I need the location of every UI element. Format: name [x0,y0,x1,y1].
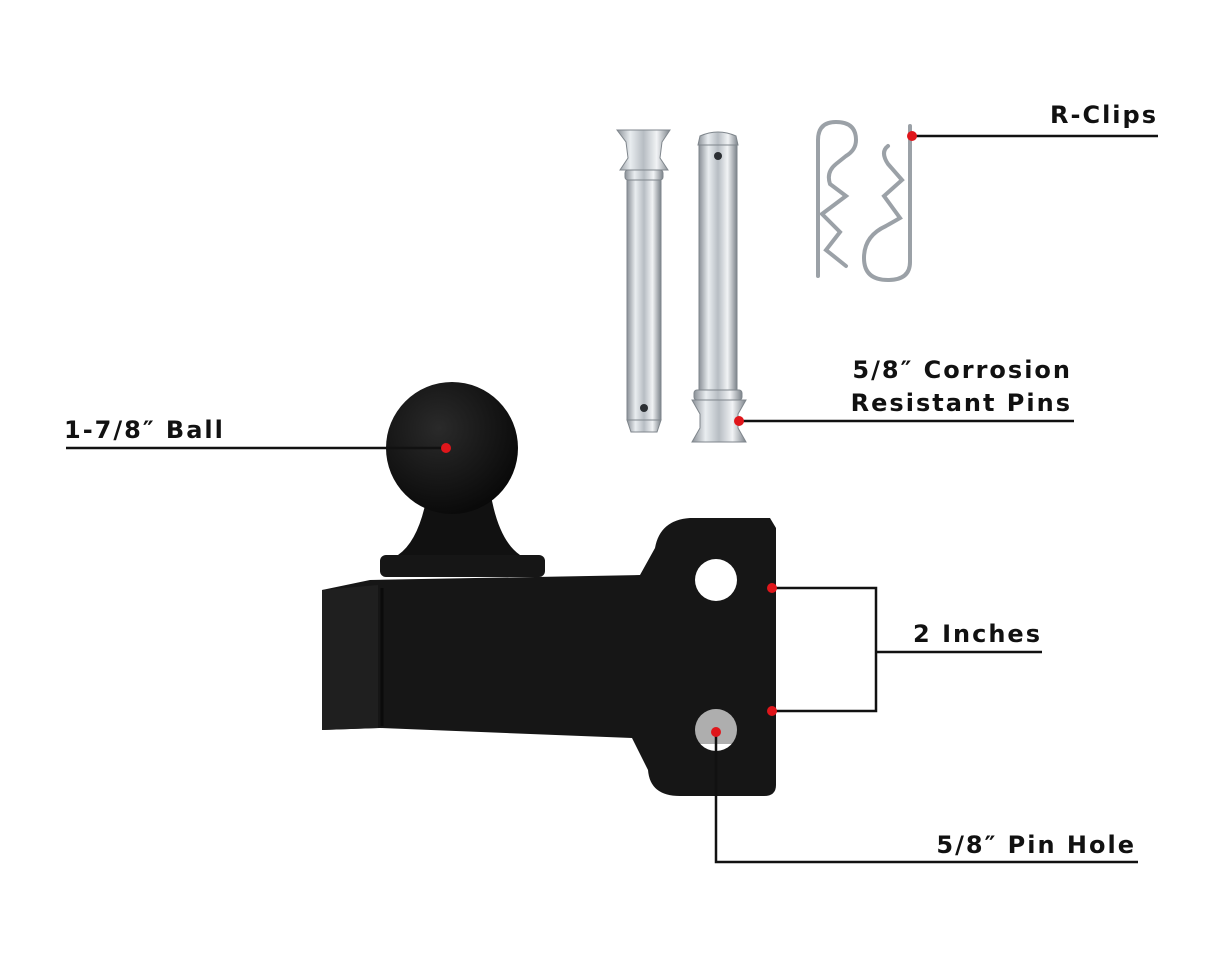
pins-label-line2: Resistant Pins [850,389,1072,417]
inches-bottom-dot [767,706,777,716]
hitch-pin-right [691,131,747,443]
rclips-callout [907,131,1158,141]
r-clip-right [861,124,912,283]
pins-label-line1: 5/8″ Corrosion [852,356,1072,384]
pinhole-marker-dot [711,727,721,737]
ball-mount-body [322,518,776,796]
ball-label: 1-7/8″ Ball [64,416,225,444]
hitch-pin-left [616,129,671,433]
rclips-label: R-Clips [1050,101,1158,129]
r-clip-left [816,119,859,278]
inches-label: 2 Inches [913,620,1042,648]
inches-callout [767,583,1042,716]
ball-callout [66,443,451,453]
ball-marker-dot [441,443,451,453]
rclips-marker-dot [907,131,917,141]
inches-top-dot [767,583,777,593]
pins-callout [734,416,1074,426]
pinhole-label: 5/8″ Pin Hole [936,831,1136,859]
pins-marker-dot [734,416,744,426]
pinhole-callout [711,727,1138,864]
upper-pin-hole [695,559,737,601]
hitch-ball [380,382,545,577]
